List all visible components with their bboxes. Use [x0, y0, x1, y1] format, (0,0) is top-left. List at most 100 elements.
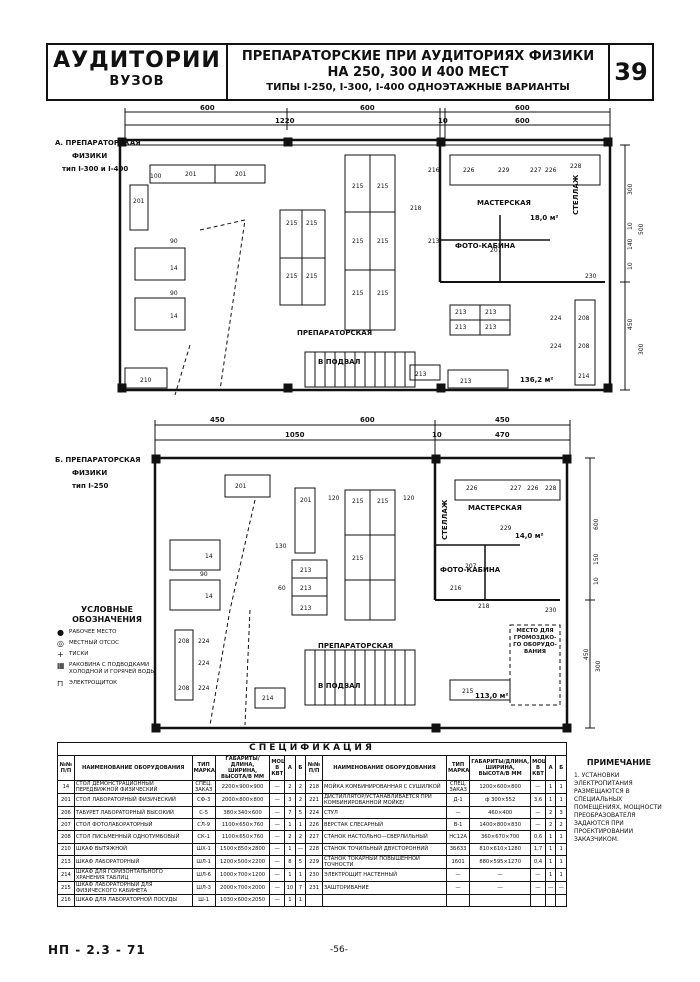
plan-a-item: 208 [578, 315, 590, 322]
table-cell: — [269, 867, 286, 882]
spec-table: №№ П/П НАИМЕНОВАНИЕ ОБОРУДОВАНИЯ ТИП МАР… [57, 755, 567, 907]
table-cell: Ш-1 [191, 893, 216, 907]
plan-b-item: 14 [205, 553, 213, 560]
plan-a-item: 213 [460, 378, 472, 385]
plan-b-room-main: ПРЕПАРАТОРСКАЯ [318, 642, 393, 650]
plan-b-room-photo: ФОТО-КАБИНА [440, 566, 501, 574]
table-cell: 210 [57, 842, 75, 856]
plan-a-label-1: А. ПРЕПАРАТОРСКАЯ [55, 139, 141, 147]
table-cell: 460×400 [469, 805, 532, 820]
table-cell: ЭЛЕКТРОЩИТ НАСТЕННЫЙ [321, 867, 448, 882]
table-cell: ф 300×552 [469, 793, 532, 807]
plan-b-item: 120 [403, 495, 415, 502]
table-cell: 1 [544, 830, 557, 844]
plan-a-room-main: ПРЕПАРАТОРСКАЯ [297, 329, 372, 337]
table-cell: — [469, 880, 532, 895]
table-cell: — [530, 867, 546, 882]
table-cell: 1 [284, 818, 296, 832]
table-cell: 206 [57, 805, 75, 820]
table-cell: 1 [555, 830, 567, 844]
plan-a-item: 215 [286, 220, 298, 227]
spec-header: Б [294, 755, 307, 781]
table-cell: — [269, 842, 286, 856]
table-cell: 1 [544, 854, 557, 869]
table-cell: 3Б633 [446, 842, 471, 856]
table-cell: — [530, 805, 546, 820]
plan-b-dim-3: 1050 [285, 431, 305, 439]
table-cell: 221 [305, 793, 323, 807]
table-cell: ШЛ-6 [191, 867, 216, 882]
table-cell: 2 [284, 780, 296, 794]
plan-b-item: 216 [450, 585, 462, 592]
table-cell: 227 [305, 830, 323, 844]
table-cell: 1200×600×800 [469, 780, 532, 794]
table-cell: 1 [284, 893, 296, 907]
table-cell: 2 [294, 793, 307, 807]
table-cell: МОЙКА КОМБИНИРОВАННАЯ С СУШИЛКОЙ [321, 780, 448, 794]
table-cell: 2 [555, 818, 567, 832]
plan-a-room-workshop: МАСТЕРСКАЯ [477, 199, 531, 207]
table-cell: 2 [284, 830, 296, 844]
plan-b-dim-right-1: 150 [593, 553, 600, 565]
spec-title: СПЕЦИФИКАЦИЯ [57, 742, 567, 755]
plan-b-dim-4: 10 [432, 431, 442, 439]
table-cell: СФ-3 [191, 793, 216, 807]
legend-item: ▦ РАКОВИНА С ПОДВОДКАМИ ХОЛОДНОЙ И ГОРЯЧ… [57, 662, 157, 676]
plan-a-item: 224 [550, 343, 562, 350]
plan-a-item: 229 [498, 167, 510, 174]
legend-text: ТИСКИ [69, 651, 89, 657]
plan-a-item: 230 [585, 273, 597, 280]
table-cell: 810×610×1280 [469, 842, 532, 856]
table-cell: 1 [284, 867, 296, 882]
plan-a-item: 216 [428, 167, 440, 174]
plan-a-fume-hood [124, 367, 168, 389]
table-cell: СТОЛ ЛАБОРАТОРНЫЙ ФИЗИЧЕСКИЙ [73, 793, 193, 807]
spec-header: ТИП МАРКА [446, 755, 471, 781]
table-cell [530, 893, 546, 907]
plan-a-item: 215 [352, 238, 364, 245]
legend-text: ЭЛЕКТРОЩИТОК [69, 680, 118, 686]
table-cell: 3,6 [530, 793, 546, 807]
table-cell: 1 [294, 893, 307, 907]
table-cell: 1 [544, 842, 557, 856]
table-cell: 1030×600×2050 [214, 893, 271, 907]
plan-a-item: 14 [170, 313, 178, 320]
table-cell: СПЕЦ. ЗАКАЗ [446, 780, 471, 794]
table-cell: — [446, 880, 471, 895]
plan-b-stairs [304, 649, 416, 706]
plan-b-item: 214 [262, 695, 274, 702]
plan-a-item: 215 [352, 183, 364, 190]
table-cell: 7 [284, 805, 296, 820]
plan-a-item: 215 [306, 273, 318, 280]
table-cell: СЛ-9 [191, 818, 216, 832]
exhaust-icon: ◎ [57, 639, 64, 648]
table-cell [321, 893, 448, 907]
table-cell: — [269, 893, 286, 907]
table-cell: — [530, 780, 546, 794]
electric-panel-icon: ⊓ [57, 679, 64, 688]
plan-a-dim-right-1: 10 [627, 222, 634, 230]
note-title: ПРИМЕЧАНИЕ [586, 758, 652, 767]
table-cell: 10 [284, 880, 296, 895]
table-cell: — [269, 854, 286, 869]
title-main-block: ПРЕПАРАТОРСКИЕ ПРИ АУДИТОРИЯХ ФИЗИКИ НА … [228, 45, 610, 99]
plan-a-item: 215 [377, 290, 389, 297]
table-cell: ШЛ-1 [191, 854, 216, 869]
table-cell: СПЕЦ. ЗАКАЗ [191, 780, 216, 794]
plan-b-area-main: 113,0 м² [475, 692, 508, 700]
plan-b-label-1: Б. ПРЕПАРАТОРСКАЯ [55, 456, 141, 464]
table-cell: 2200×900×900 [214, 780, 271, 794]
plan-b-item: 208 [178, 638, 190, 645]
table-cell [469, 893, 532, 907]
plan-b-item: 130 [275, 543, 287, 550]
workplace-icon: ● [57, 628, 64, 637]
plan-a-dim-3: 10 [438, 117, 448, 125]
table-cell: ШКАФ ДЛЯ ЛАБОРАТОРНОЙ ПОСУДЫ [73, 893, 193, 907]
plan-a-dim-4: 600 [515, 104, 530, 112]
plan-a-label-3: тип I-300 и I-400 [62, 165, 128, 173]
table-cell: С-5 [191, 805, 216, 820]
plan-a-item: 100 [150, 173, 162, 180]
